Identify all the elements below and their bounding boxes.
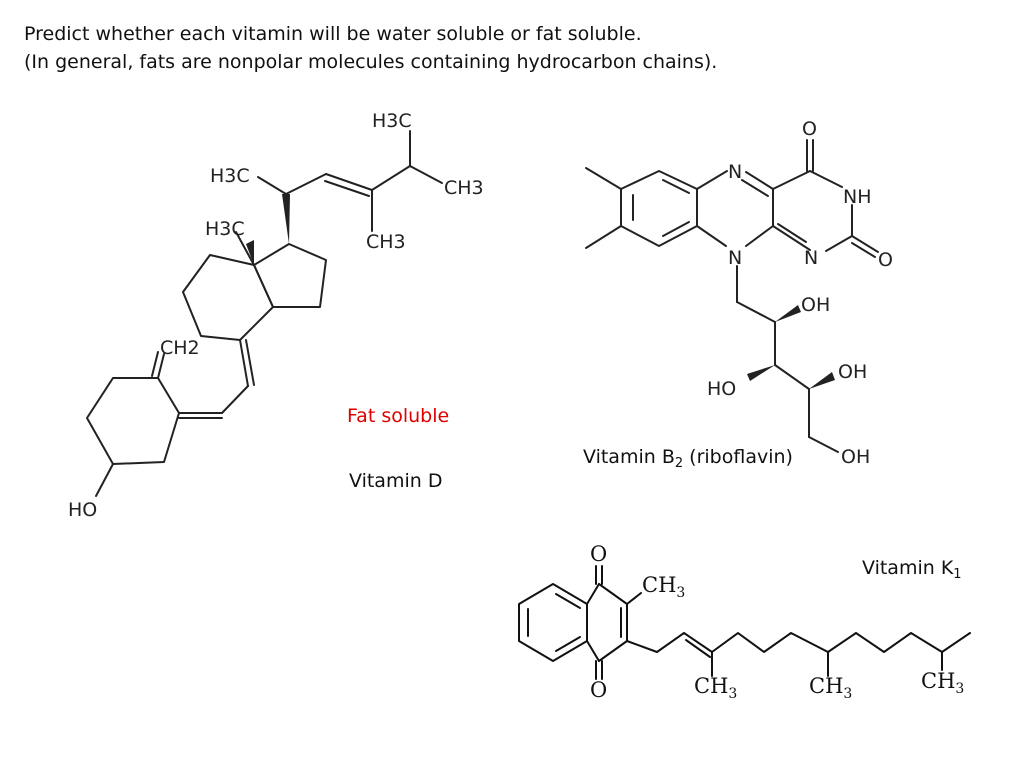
prompt-line-2: (In general, fats are nonpolar molecules… (24, 51, 718, 73)
vitamin-k1-name: Vitamin K1 (862, 557, 962, 582)
vitamin-b2-name-suffix: (riboflavin) (683, 446, 793, 468)
vitamin-b2-name: Vitamin B2 (riboflavin) (583, 446, 793, 471)
vitamin-d-structure (86, 130, 443, 497)
vitamin-b2-n-ring: N (728, 247, 742, 269)
prompt: Predict whether each vitamin will be wat… (24, 20, 1004, 76)
vitamin-b2-oh2: OH (838, 361, 867, 383)
vitamin-k1-o-top: O (590, 542, 607, 566)
vitamin-d-h3c-left: H3C (210, 165, 250, 187)
vitamin-d-name: Vitamin D (349, 470, 443, 492)
vitamin-b2-o-top: O (802, 118, 817, 140)
vitamin-b2-nh: NH (843, 186, 872, 208)
vitamin-d-ch3-right: CH3 (444, 177, 484, 199)
vitamin-d-ch2: CH2 (160, 337, 200, 359)
prompt-line-1: Predict whether each vitamin will be wat… (24, 23, 642, 45)
vitamin-b2-name-sub: 2 (674, 456, 684, 471)
vitamin-k1-ch3-b: CH3 (809, 674, 852, 702)
vitamin-k1-name-prefix: Vitamin K (862, 557, 954, 579)
vitamin-b2-oh3: OH (841, 446, 870, 468)
vitamin-b2-n-top: N (728, 161, 742, 183)
vitamin-k1-ch3-c: CH3 (921, 669, 964, 697)
vitamin-d-ch3-below: CH3 (366, 231, 406, 253)
vitamin-k1-ch3-a: CH3 (694, 674, 737, 702)
vitamin-b2-name-prefix: Vitamin B (583, 446, 675, 468)
vitamin-b2-ho: HO (707, 378, 736, 400)
vitamin-k1-structure (518, 565, 971, 680)
vitamin-b2-o-right: O (878, 249, 893, 271)
vitamin-b2-n-mid: N (804, 247, 818, 269)
vitamin-b2-oh1: OH (801, 294, 830, 316)
vitamin-k1-ch3-ring: CH3 (642, 573, 685, 601)
vitamin-k1-o-bottom: O (590, 678, 607, 702)
vitamin-d-answer: Fat soluble (347, 405, 450, 427)
vitamin-d-h3c-ring: H3C (205, 218, 245, 240)
vitamin-d-h3c-top: H3C (372, 110, 412, 132)
vitamin-d-ho: HO (68, 499, 97, 521)
vitamin-b2-structure (585, 139, 879, 453)
vitamin-k1-name-sub: 1 (953, 567, 962, 582)
